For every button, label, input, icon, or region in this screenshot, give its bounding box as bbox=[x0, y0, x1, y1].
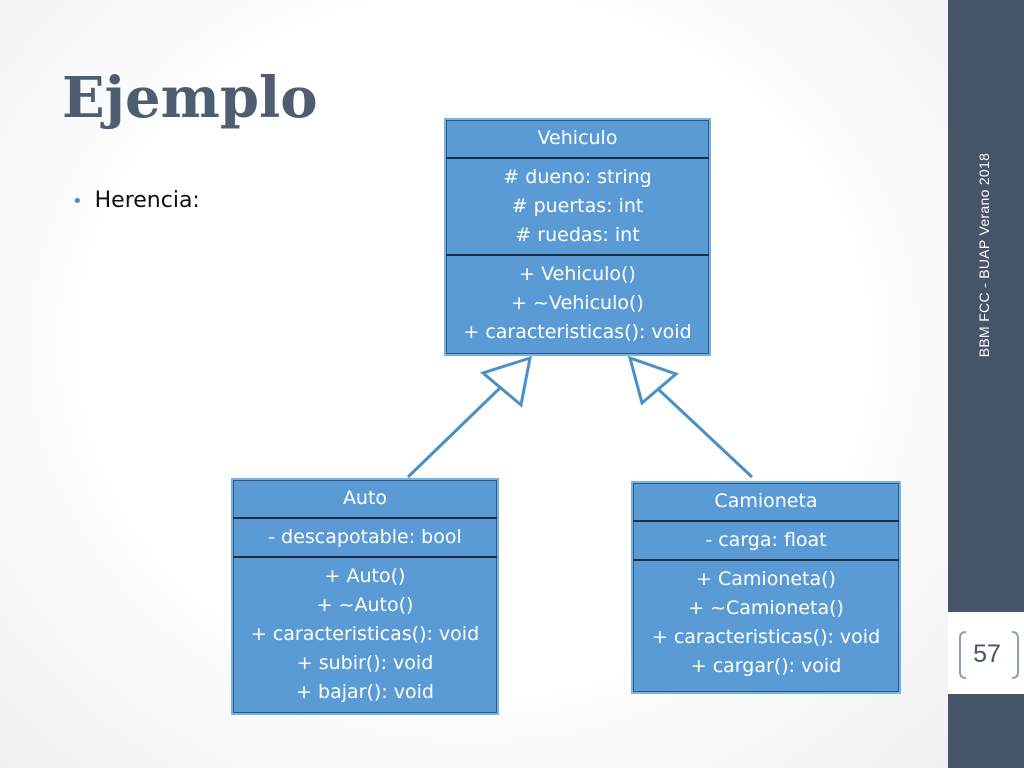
bullet-text: Herencia: bbox=[94, 188, 200, 213]
method: + caracteristicas(): void bbox=[250, 623, 480, 645]
method: + caracteristicas(): void bbox=[651, 626, 881, 648]
class-vehiculo: Vehiculo # dueno: string # puertas: int … bbox=[444, 118, 711, 356]
method: + ~Vehiculo() bbox=[511, 292, 644, 314]
class-vehiculo-methods: + Vehiculo() + ~Vehiculo() + caracterist… bbox=[446, 256, 709, 351]
method: + Vehiculo() bbox=[519, 263, 636, 285]
bullet-item: • Herencia: bbox=[72, 188, 200, 213]
class-camioneta-attributes: - carga: float bbox=[633, 522, 899, 561]
class-auto-name: Auto bbox=[233, 480, 497, 519]
class-vehiculo-attributes: # dueno: string # puertas: int # ruedas:… bbox=[446, 159, 709, 256]
class-camioneta-name: Camioneta bbox=[633, 483, 899, 522]
class-auto-attributes: - descapotable: bool bbox=[233, 519, 497, 558]
class-camioneta-methods: + Camioneta() + ~Camioneta() + caracteri… bbox=[633, 561, 899, 685]
bullet-icon: • bbox=[72, 191, 83, 212]
page-number: 57 bbox=[973, 639, 1001, 668]
class-auto: Auto - descapotable: bool + Auto() + ~Au… bbox=[231, 478, 499, 715]
class-camioneta: Camioneta - carga: float + Camioneta() +… bbox=[631, 481, 901, 694]
attribute: # dueno: string bbox=[503, 166, 652, 188]
attribute: - descapotable: bool bbox=[268, 526, 462, 548]
method: + ~Auto() bbox=[316, 594, 414, 616]
slide-title: Ejemplo bbox=[62, 65, 318, 131]
method: + Auto() bbox=[324, 565, 406, 587]
attribute: # puertas: int bbox=[511, 195, 644, 217]
method: + bajar(): void bbox=[296, 681, 434, 703]
attribute: - carga: float bbox=[705, 529, 827, 551]
sidebar-footer-text: BBM FCC - BUAP Verano 2018 bbox=[976, 152, 992, 358]
method: + caracteristicas(): void bbox=[463, 321, 692, 343]
attribute: # ruedas: int bbox=[515, 224, 640, 246]
page-number-frame bbox=[959, 631, 1019, 679]
method: + cargar(): void bbox=[690, 655, 842, 677]
class-vehiculo-name: Vehiculo bbox=[446, 120, 709, 159]
method: + Camioneta() bbox=[696, 568, 836, 590]
class-auto-methods: + Auto() + ~Auto() + caracteristicas(): … bbox=[233, 558, 497, 711]
method: + subir(): void bbox=[296, 652, 434, 674]
method: + ~Camioneta() bbox=[688, 597, 844, 619]
